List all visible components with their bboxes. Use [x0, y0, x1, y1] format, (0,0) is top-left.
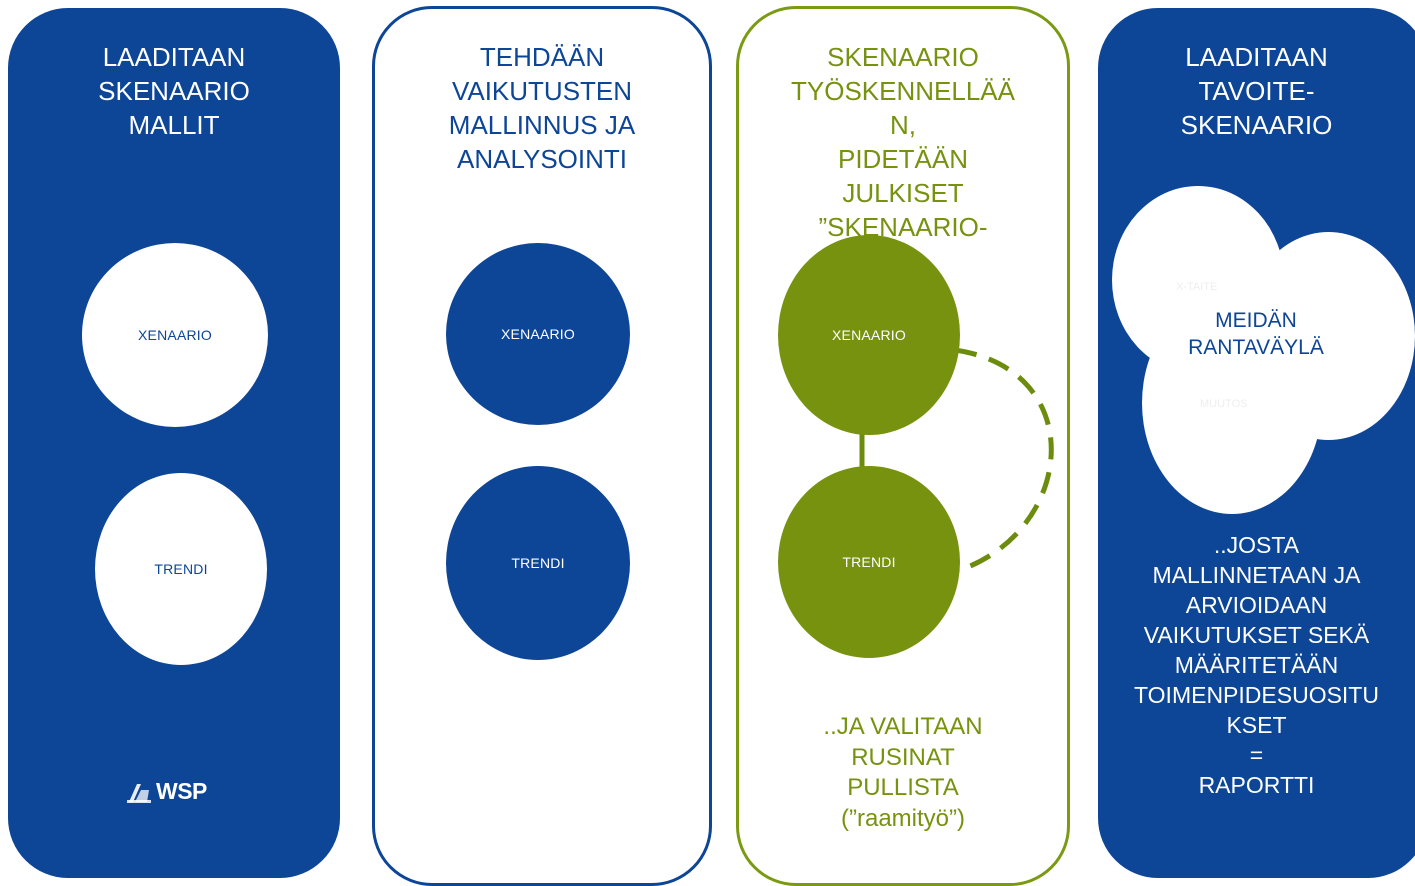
venn-top-label: X-TAITE: [1176, 281, 1218, 293]
panel-4-footer: ..JOSTA MALLINNETAAN JA ARVIOIDAAN VAIKU…: [1134, 532, 1379, 798]
xenaario-circle: XENAARIO: [446, 243, 630, 425]
panel-3-footer: ..JA VALITAAN RUSINAT PULLISTA (”raamity…: [823, 713, 983, 832]
trendi-circle: TRENDI: [95, 473, 267, 665]
panel-scenario-models: [8, 8, 340, 878]
venn-center-label: MEIDÄN RANTAVÄYLÄ: [1188, 309, 1324, 359]
panel-impact-modelling: [372, 6, 712, 886]
trendi-circle: TRENDI: [446, 466, 630, 660]
trendi-label: TRENDI: [511, 555, 565, 571]
wsp-logo: WSP: [127, 778, 207, 805]
trendi-circle: TRENDI: [778, 466, 960, 658]
wsp-logo-text: WSP: [156, 778, 207, 804]
panel-4-title: LAADITAAN TAVOITE- SKENAARIO: [1180, 42, 1333, 140]
venn-bottom-label: MUUTOS: [1200, 398, 1248, 410]
panel-1-title: LAADITAAN SKENAARIO MALLIT: [98, 42, 250, 140]
trendi-label: TRENDI: [842, 554, 896, 570]
venn-circle-bottom: [1142, 292, 1322, 514]
xenaario-label: XENAARIO: [832, 327, 906, 343]
xenaario-label: XENAARIO: [501, 326, 575, 342]
panel-2-title: TEHDÄÄN VAIKUTUSTEN MALLINNUS JA ANALYSO…: [448, 42, 636, 174]
trendi-label: TRENDI: [154, 561, 208, 577]
wsp-logo-icon: [127, 783, 151, 803]
panel-3-title: SKENAARIO TYÖSKENNELLÄÄ N, PIDETÄÄN JULK…: [791, 42, 1015, 276]
xenaario-label: XENAARIO: [138, 327, 212, 343]
xenaario-circle: XENAARIO: [778, 235, 960, 435]
xenaario-circle: XENAARIO: [82, 243, 268, 427]
